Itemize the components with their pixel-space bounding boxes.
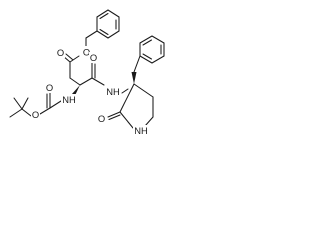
benzyl-ester-phenyl-ring bbox=[96, 9, 120, 39]
ester-oxygen-lower-label: O bbox=[83, 47, 90, 58]
boc-carbonyl-oxygen-label: O bbox=[46, 82, 53, 93]
atom-labels: O O O O O O NH NH NH bbox=[31, 46, 149, 136]
benzyl-pyrrolidinone bbox=[107, 55, 154, 129]
boc-protecting-group bbox=[9, 91, 62, 118]
lactam-oxygen-label: O bbox=[98, 113, 105, 124]
alpha-carbon-amide bbox=[71, 61, 105, 97]
ring-nh-label: NH bbox=[134, 125, 148, 136]
amide-oxygen-label: O bbox=[90, 52, 97, 63]
carbamate-nh-label: NH bbox=[62, 94, 76, 105]
amide-nh-label: NH bbox=[106, 86, 120, 97]
boc-ether-oxygen-label: O bbox=[32, 109, 39, 120]
benzyl-phenyl-ring bbox=[139, 35, 165, 64]
chemical-structure-diagram: O O O O O O NH NH NH bbox=[9, 9, 165, 136]
ester-oxygen-upper-label: O bbox=[57, 47, 64, 58]
